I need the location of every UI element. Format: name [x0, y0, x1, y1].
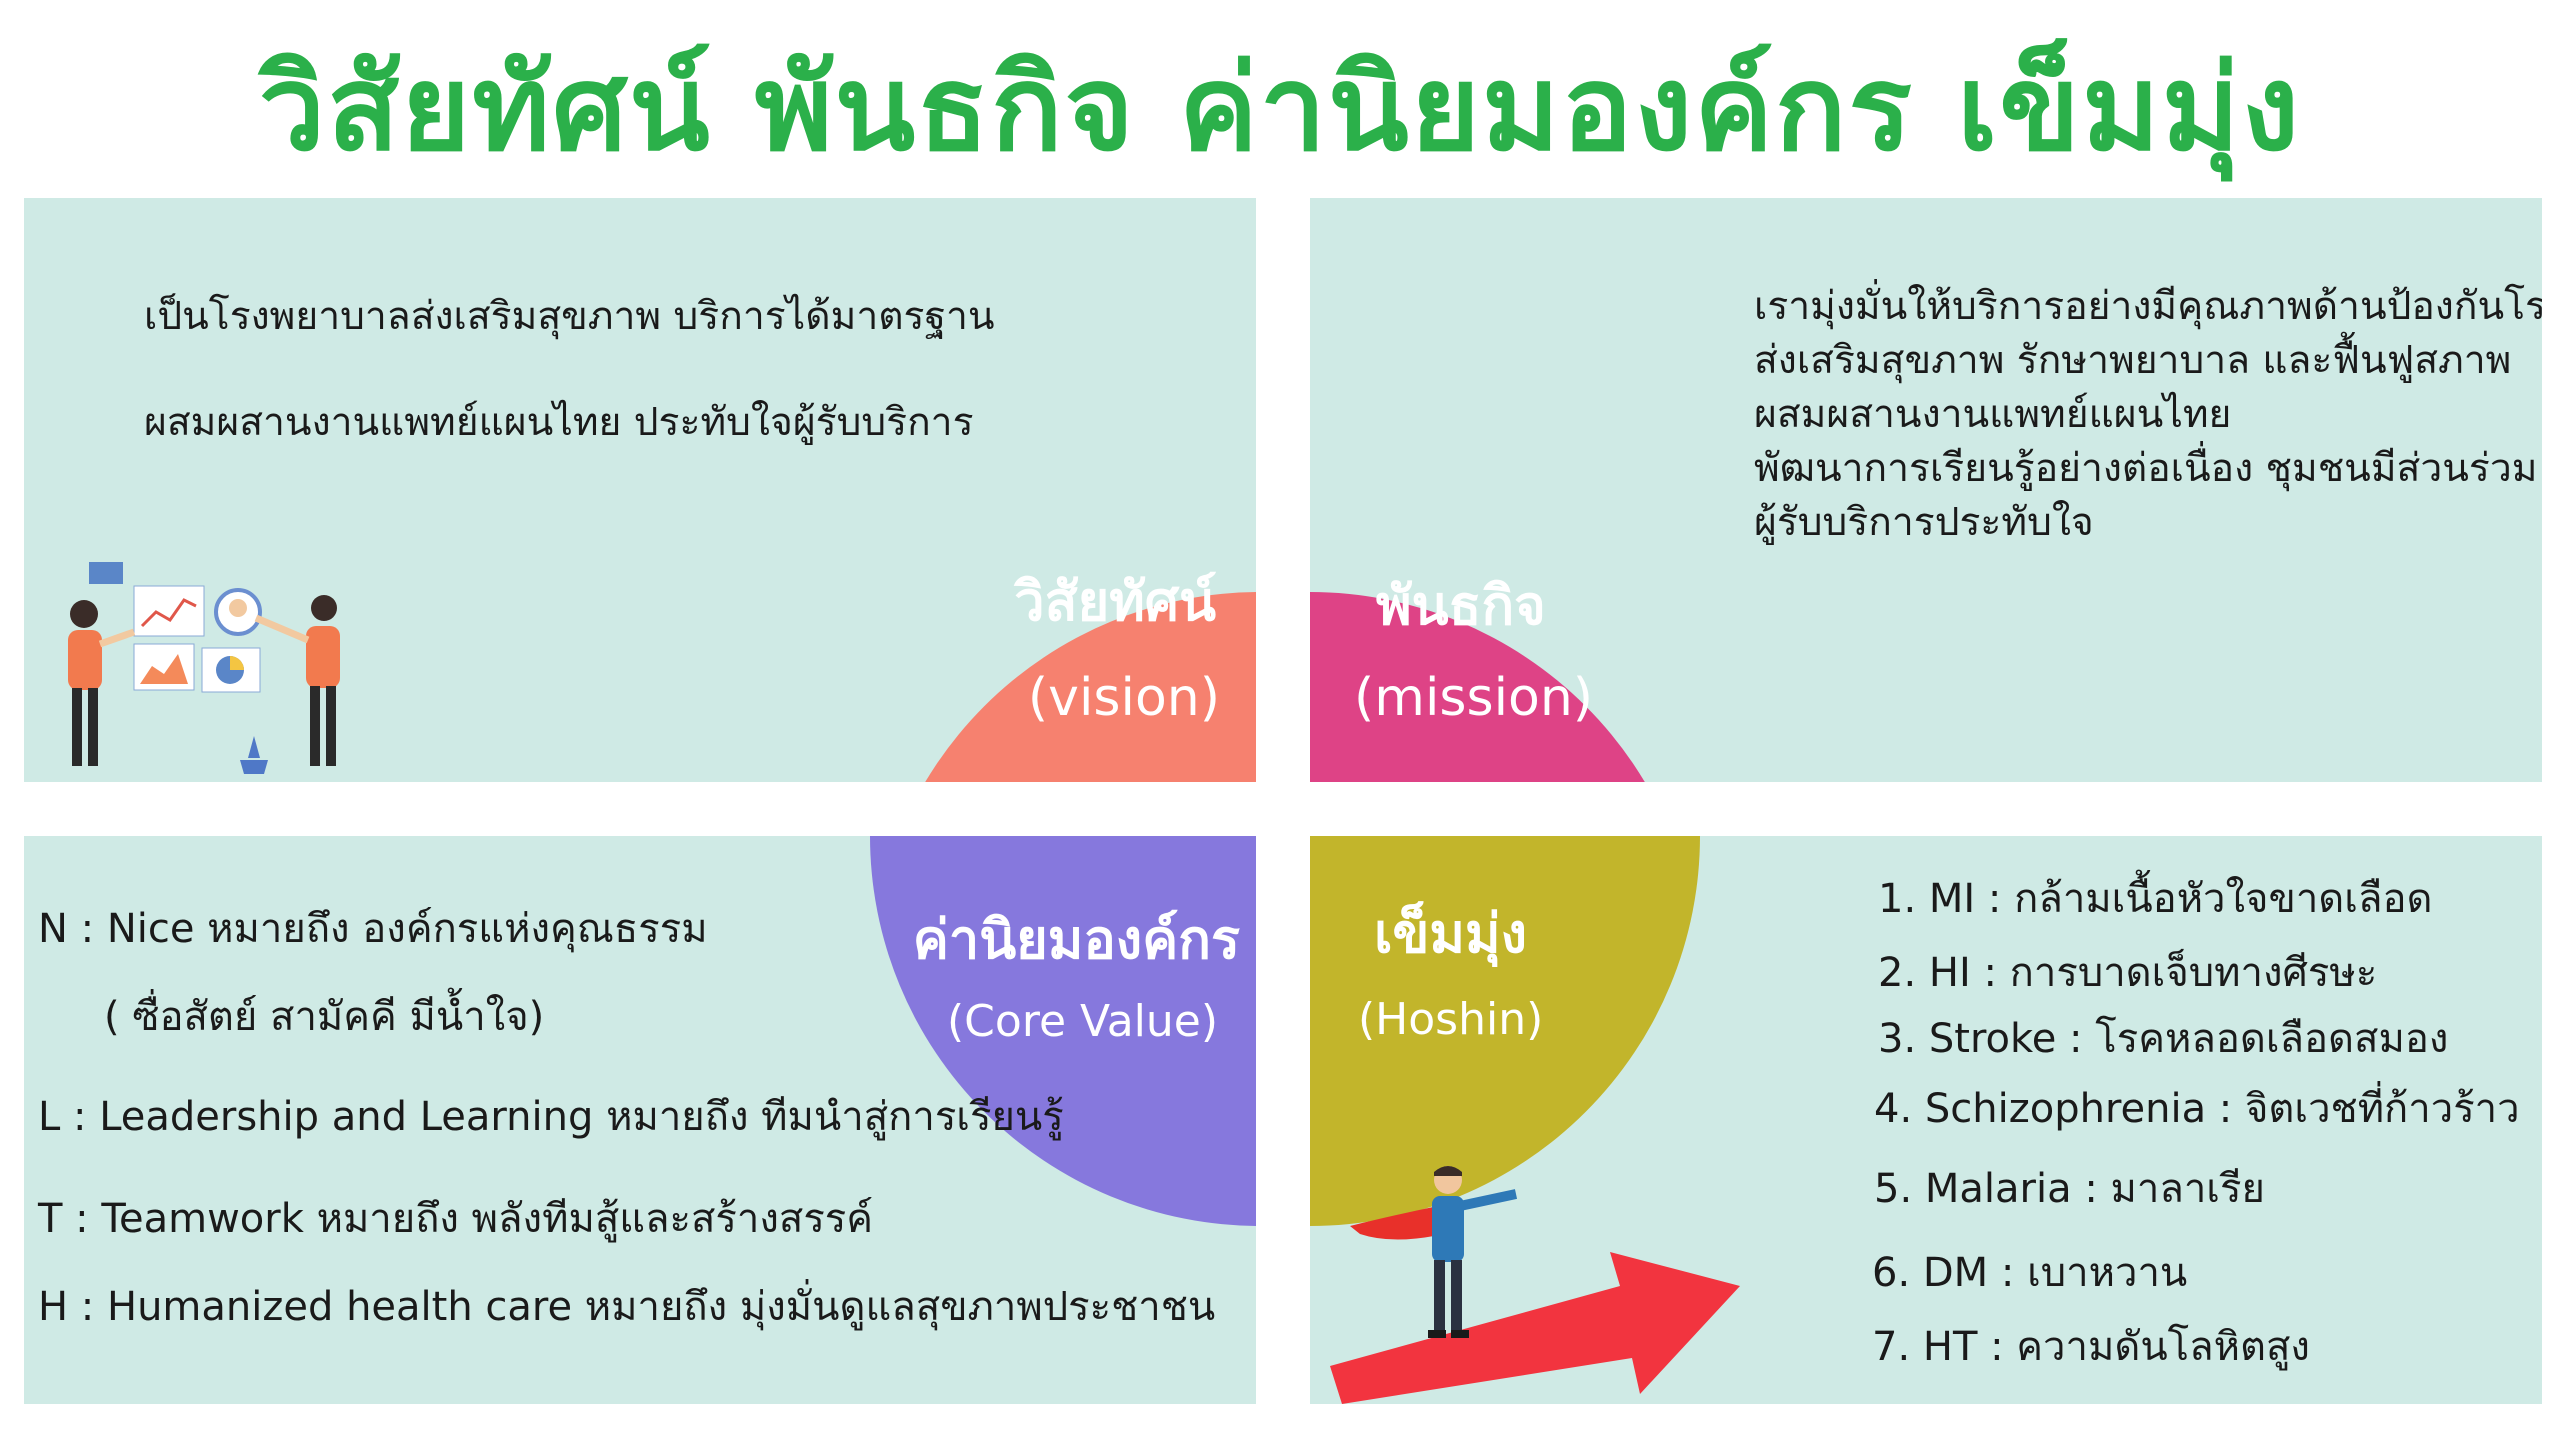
- vision-panel: วิสัยทัศน์ (vision) เป็นโรงพยาบาลส่งเสริ…: [24, 198, 1256, 782]
- mission-line: ผสมผสานงานแพทย์แผนไทย: [1754, 392, 2232, 437]
- vision-line: เป็นโรงพยาบาลส่งเสริมสุขภาพ บริการได้มาต…: [144, 294, 995, 339]
- core-value-line: ( ซื่อสัตย์ สามัคคี มีน้ำใจ): [104, 994, 545, 1040]
- page-title: วิสัยทัศน์ พันธกิจ ค่านิยมองค์กร เข็มมุ่…: [258, 39, 2302, 177]
- core-value-sublabel: (Core Value): [947, 996, 1218, 1047]
- core-value-line: L : Leadership and Learning หมายถึง ทีมน…: [38, 1094, 1064, 1140]
- mission-line: ส่งเสริมสุขภาพ รักษาพยาบาล และฟื้นฟูสภาพ: [1754, 338, 2512, 383]
- hoshin-label: เข็มมุ่ง: [1374, 902, 1527, 965]
- core-value-line: H : Humanized health care หมายถึง มุ่งมั…: [38, 1284, 1216, 1330]
- hoshin-item: 1. MI : กล้ามเนื้อหัวใจขาดเลือด: [1878, 876, 2433, 922]
- vision-statement: เป็นโรงพยาบาลส่งเสริมสุขภาพ บริการได้มาต…: [144, 290, 995, 502]
- hoshin-item: 2. HI : การบาดเจ็บทางศีรษะ: [1878, 950, 2378, 996]
- core-value-panel: ค่านิยมองค์กร (Core Value) N : Nice หมาย…: [24, 836, 1256, 1404]
- hoshin-sublabel: (Hoshin): [1358, 994, 1544, 1045]
- hero-arrow-illustration: [1330, 1166, 1740, 1404]
- team-dashboard-illustration: [68, 562, 340, 774]
- core-value-label: ค่านิยมองค์กร: [912, 908, 1240, 971]
- hoshin-item: 4. Schizophrenia : จิตเวชที่ก้าวร้าว: [1874, 1086, 2520, 1132]
- hoshin-item: 3. Stroke : โรคหลอดเลือดสมอง: [1878, 1016, 2449, 1062]
- core-value-line: T : Teamwork หมายถึง พลังทีมสู้และสร้างส…: [38, 1196, 874, 1242]
- hoshin-item: 7. HT : ความดันโลหิตสูง: [1872, 1324, 2310, 1370]
- core-value-line: N : Nice หมายถึง องค์กรแห่งคุณธรรม: [38, 906, 708, 952]
- vision-label: วิสัยทัศน์: [1014, 570, 1216, 633]
- hoshin-panel: เข็มมุ่ง (Hoshin) 1. MI : กล้ามเนื้อหัวใ…: [1310, 836, 2542, 1404]
- mission-label: พันธกิจ: [1376, 574, 1546, 637]
- hoshin-item: 5. Malaria : มาลาเรีย: [1874, 1166, 2265, 1212]
- hoshin-item: 6. DM : เบาหวาน: [1872, 1250, 2188, 1296]
- mission-line: พัฒนาการเรียนรู้อย่างต่อเนื่อง ชุมชนมีส่…: [1754, 446, 2538, 491]
- vision-line: ผสมผสานงานแพทย์แผนไทย ประทับใจผู้รับบริก…: [144, 400, 974, 445]
- mission-sublabel: (mission): [1354, 668, 1594, 728]
- mission-line: ผู้รับบริการประทับใจ: [1754, 500, 2094, 545]
- mission-statement: เรามุ่งมั่นให้บริการอย่างมีคุณภาพด้านป้อ…: [1754, 280, 2542, 550]
- vision-sublabel: (vision): [1027, 668, 1220, 728]
- mission-panel: พันธกิจ (mission) เรามุ่งมั่นให้บริการอย…: [1310, 198, 2542, 782]
- mission-line: เรามุ่งมั่นให้บริการอย่างมีคุณภาพด้านป้อ…: [1754, 284, 2542, 329]
